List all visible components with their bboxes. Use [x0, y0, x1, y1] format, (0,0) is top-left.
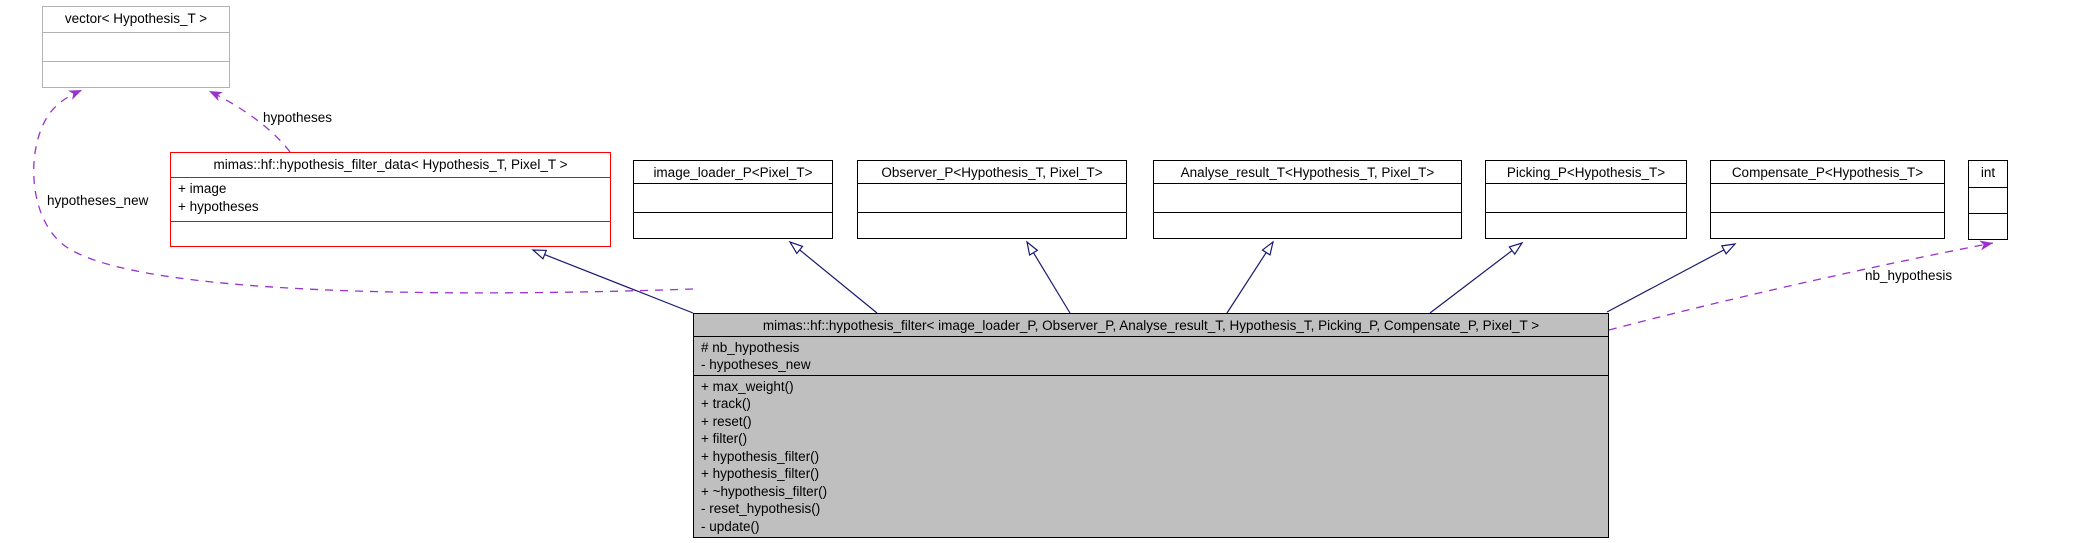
attributes-compartment: # nb_hypothesis - hypotheses_new: [694, 337, 1608, 376]
class-node-vector: vector< Hypothesis_T >: [42, 6, 230, 88]
usage-edge-nb-hypothesis: [1608, 240, 1994, 331]
methods-compartment: [858, 213, 1126, 238]
attribute: + image: [178, 181, 227, 196]
class-title: vector< Hypothesis_T >: [43, 7, 229, 33]
class-title: Observer_P<Hypothesis_T, Pixel_T>: [858, 161, 1126, 184]
method: + ~hypothesis_filter(): [701, 483, 828, 499]
methods-compartment: [1154, 213, 1461, 238]
attributes-compartment: [1969, 188, 2007, 214]
class-title: int: [1969, 161, 2007, 188]
class-node-analyse-result: Analyse_result_T<Hypothesis_T, Pixel_T>: [1153, 160, 1462, 239]
usage-edge-hypotheses: [208, 90, 291, 153]
attributes-compartment: [858, 184, 1126, 213]
inheritance-edge-picking: [1429, 241, 1524, 314]
class-title: Picking_P<Hypothesis_T>: [1486, 161, 1686, 184]
attributes-compartment: [43, 33, 229, 62]
attribute: # nb_hypothesis: [701, 339, 800, 355]
class-title: Compensate_P<Hypothesis_T>: [1711, 161, 1944, 184]
method: + filter(): [701, 431, 748, 446]
methods-compartment: [171, 222, 610, 246]
inheritance-edge-filter-data: [531, 249, 694, 314]
edge-label-hypotheses-new: hypotheses_new: [47, 193, 149, 208]
usage-edge-hypotheses-new: [33, 89, 694, 294]
class-node-picking: Picking_P<Hypothesis_T>: [1485, 160, 1687, 239]
inheritance-edge-image-loader: [788, 240, 878, 314]
methods-compartment: [1969, 214, 2007, 239]
class-title: image_loader_P<Pixel_T>: [634, 161, 832, 184]
class-title: mimas::hf::hypothesis_filter_data< Hypot…: [171, 153, 610, 178]
methods-compartment: [43, 62, 229, 87]
method: + max_weight(): [701, 378, 794, 394]
class-node-observer: Observer_P<Hypothesis_T, Pixel_T>: [857, 160, 1127, 239]
method: + hypothesis_filter(): [701, 466, 820, 481]
class-node-int: int: [1968, 160, 2008, 240]
edge-label-hypotheses: hypotheses: [263, 110, 333, 125]
methods-compartment: [1711, 213, 1944, 238]
attribute: + hypotheses: [178, 198, 259, 214]
methods-compartment: + max_weight() + track() + reset() + fil…: [694, 376, 1608, 538]
attributes-compartment: [1711, 184, 1944, 213]
attributes-compartment: [634, 184, 832, 213]
inheritance-edge-analyse-result: [1226, 240, 1274, 314]
class-node-image-loader: image_loader_P<Pixel_T>: [633, 160, 833, 239]
attributes-compartment: [1486, 184, 1686, 213]
class-node-hypothesis-filter-data[interactable]: mimas::hf::hypothesis_filter_data< Hypot…: [170, 152, 611, 247]
class-node-hypothesis-filter: mimas::hf::hypothesis_filter< image_load…: [693, 313, 1609, 538]
method: - update(): [701, 518, 760, 534]
methods-compartment: [1486, 213, 1686, 238]
method: + track(): [701, 396, 751, 411]
attributes-compartment: + image + hypotheses: [171, 178, 610, 222]
edge-label-nb-hypothesis: nb_hypothesis: [1865, 268, 1953, 283]
method: + hypothesis_filter(): [701, 448, 820, 464]
method: - reset_hypothesis(): [701, 501, 821, 516]
attributes-compartment: [1154, 184, 1461, 213]
inheritance-edge-observer: [1026, 240, 1071, 314]
inheritance-edge-compensate: [1606, 243, 1737, 313]
class-node-compensate: Compensate_P<Hypothesis_T>: [1710, 160, 1945, 239]
method: + reset(): [701, 413, 752, 429]
attribute: - hypotheses_new: [701, 357, 811, 372]
class-title: Analyse_result_T<Hypothesis_T, Pixel_T>: [1154, 161, 1461, 184]
methods-compartment: [634, 213, 832, 238]
class-title: mimas::hf::hypothesis_filter< image_load…: [694, 314, 1608, 337]
